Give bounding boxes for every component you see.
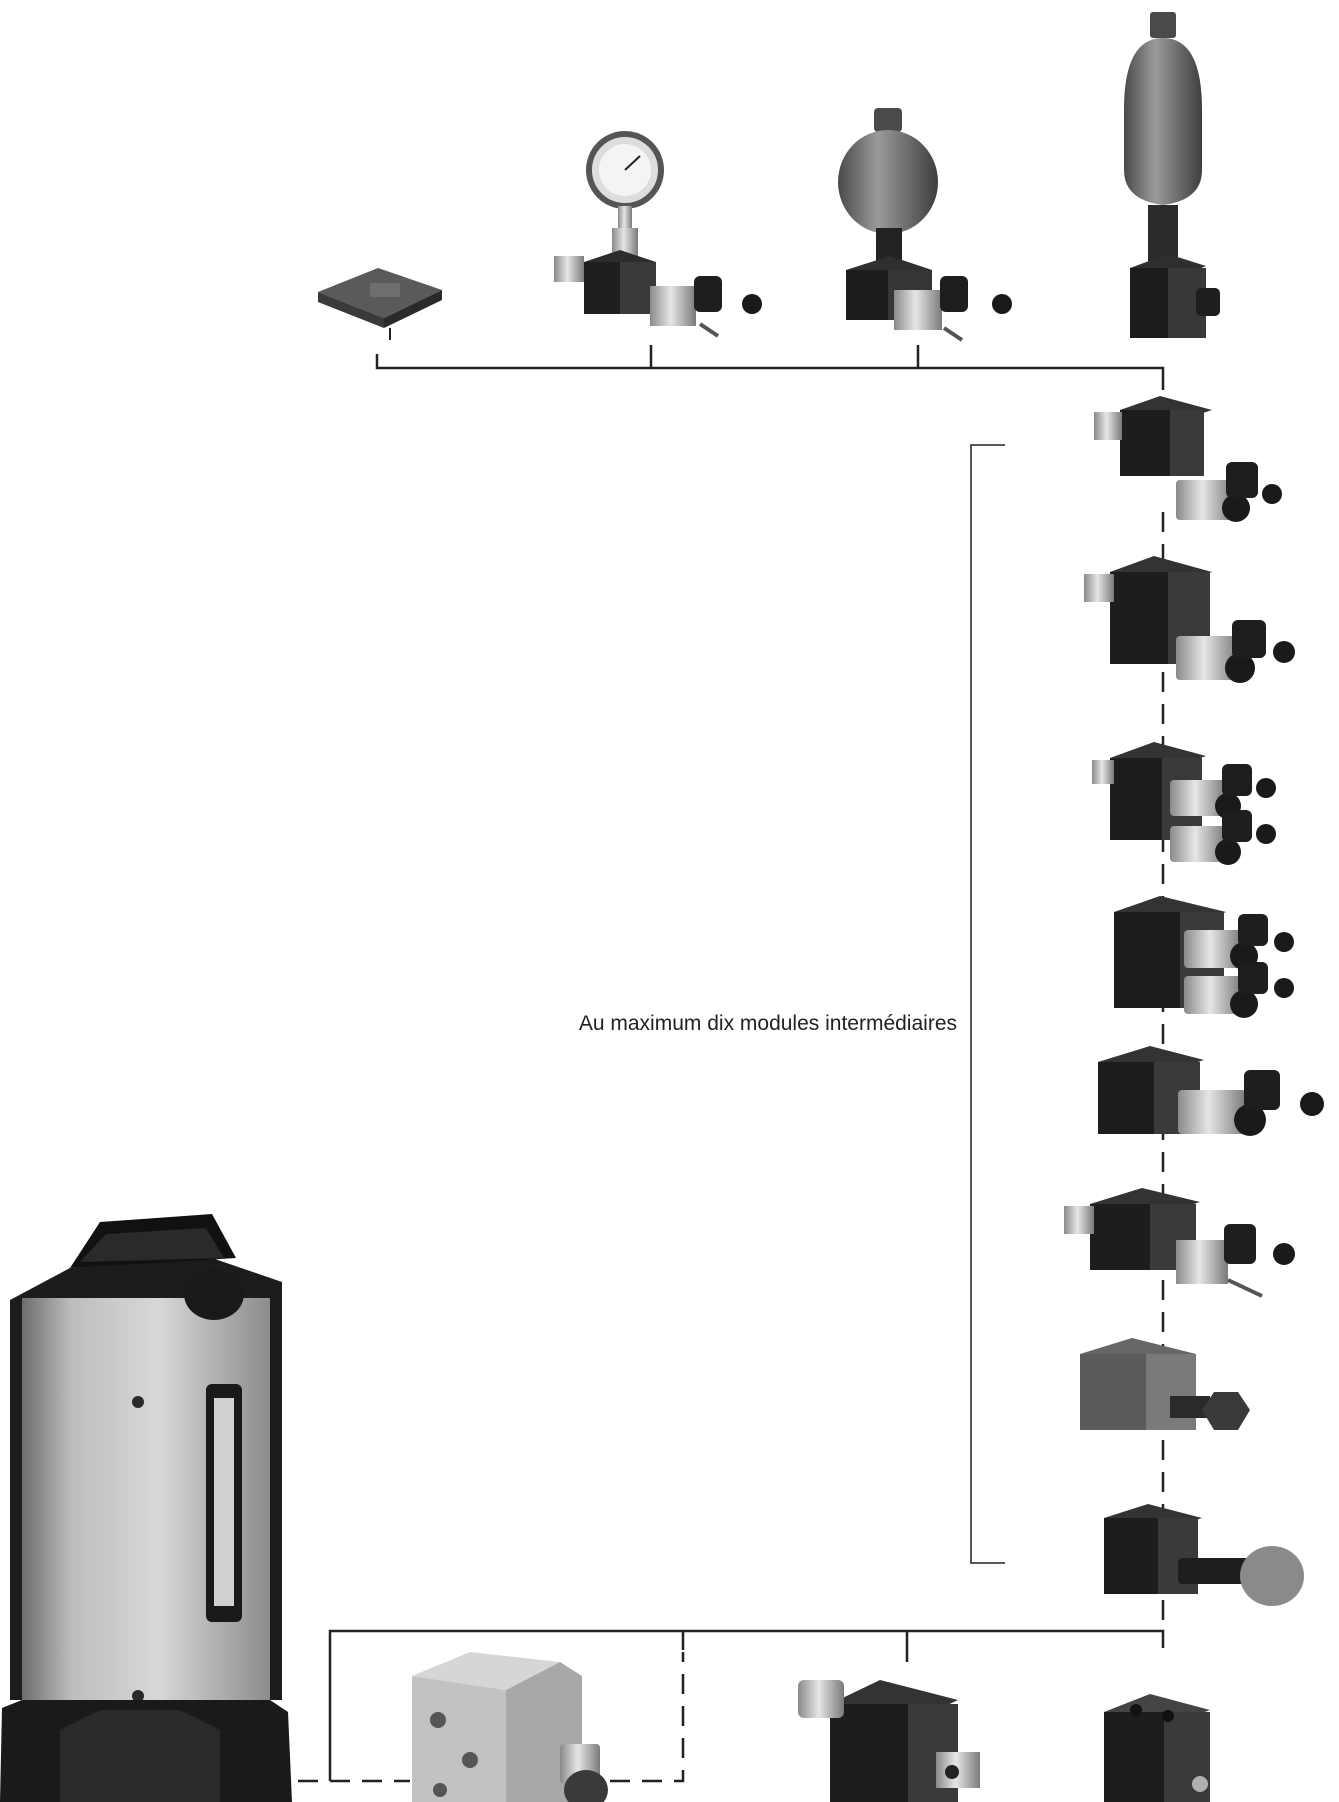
accumulator-icon: [838, 130, 938, 234]
module-2: [1084, 556, 1295, 683]
bracket: [971, 445, 1005, 1563]
dashed-lines: [298, 512, 1163, 1781]
base-block-module: [1104, 1694, 1210, 1802]
relief-to-bus-dashes: [610, 1652, 683, 1781]
module-1: [1094, 396, 1282, 522]
pressure-switch-valve-icon: [1176, 1240, 1228, 1284]
intermediate-modules-caption: Au maximum dix modules intermédiaires: [579, 1012, 957, 1036]
module-4: [1114, 896, 1294, 1018]
accumulator-icon: [1124, 38, 1202, 205]
large-accumulator-module: [1124, 12, 1220, 338]
solenoid-valve-icon: [1178, 1090, 1246, 1134]
hydraulic-power-unit: [0, 1214, 292, 1802]
pressure-gauge-module: [554, 134, 762, 336]
small-accumulator-module: [838, 108, 1012, 340]
module-5: [1098, 1046, 1324, 1136]
solenoid-valve-icon: [798, 1680, 844, 1718]
module-8: [1104, 1504, 1304, 1606]
module-7: [1080, 1338, 1250, 1430]
cover-plate: [318, 268, 442, 340]
module-6: [1064, 1188, 1295, 1296]
top-bus-line: [377, 354, 1163, 390]
directional-valve-module: [798, 1680, 980, 1802]
connection-lines: [330, 345, 1163, 1781]
relief-valve-module: [412, 1652, 608, 1802]
module-3: [1092, 742, 1276, 865]
